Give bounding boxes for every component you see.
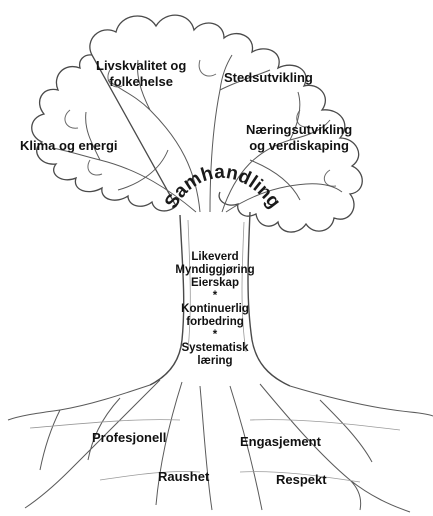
tree-trunk <box>149 211 291 387</box>
livskvalitet-line2: folkehelse <box>109 74 173 89</box>
tree-roots <box>7 379 433 513</box>
samhandling-arc-label: Samhandling <box>161 162 285 213</box>
trunk-forbedring: forbedring <box>186 316 244 328</box>
crown-label-naering: Næringsutvikling og verdiskaping <box>246 122 352 154</box>
naering-line1: Næringsutvikling <box>246 122 353 137</box>
crown-label-livskvalitet: Livskvalitet og folkehelse <box>96 58 186 90</box>
root-ground-lines <box>29 419 401 483</box>
crown-label-stedsutvikling: Stedsutvikling <box>224 70 313 85</box>
root-label-respekt: Respekt <box>276 472 327 487</box>
trunk-eierskap: Eierskap <box>191 277 239 289</box>
trunk-myndiggjoring: Myndiggjøring <box>175 264 255 276</box>
crown-label-klima: Klima og energi <box>20 138 118 153</box>
trunk-kontinuerlig: Kontinuerlig <box>181 303 249 315</box>
trunk-separator-1: * <box>212 290 218 302</box>
trunk-likeverd: Likeverd <box>191 251 239 263</box>
root-label-profesjonell: Profesjonell <box>92 430 167 445</box>
trunk-systematisk: Systematisk <box>181 342 249 354</box>
tree-crown-outline <box>31 14 363 233</box>
samhandling-arc-text: Samhandling <box>161 162 285 213</box>
trunk-separator-2: * <box>212 329 218 341</box>
root-label-raushet: Raushet <box>158 469 210 484</box>
naering-line2: og verdiskaping <box>249 138 349 153</box>
tree-branches <box>51 54 343 213</box>
livskvalitet-line1: Livskvalitet og <box>96 58 187 73</box>
root-label-engasjement: Engasjement <box>240 434 321 449</box>
trunk-values-block: Likeverd Myndiggjøring Eierskap * Kontin… <box>160 251 270 368</box>
tree-crown-lobes <box>64 59 337 187</box>
trunk-shading <box>187 219 247 353</box>
trunk-laering: læring <box>197 355 233 367</box>
